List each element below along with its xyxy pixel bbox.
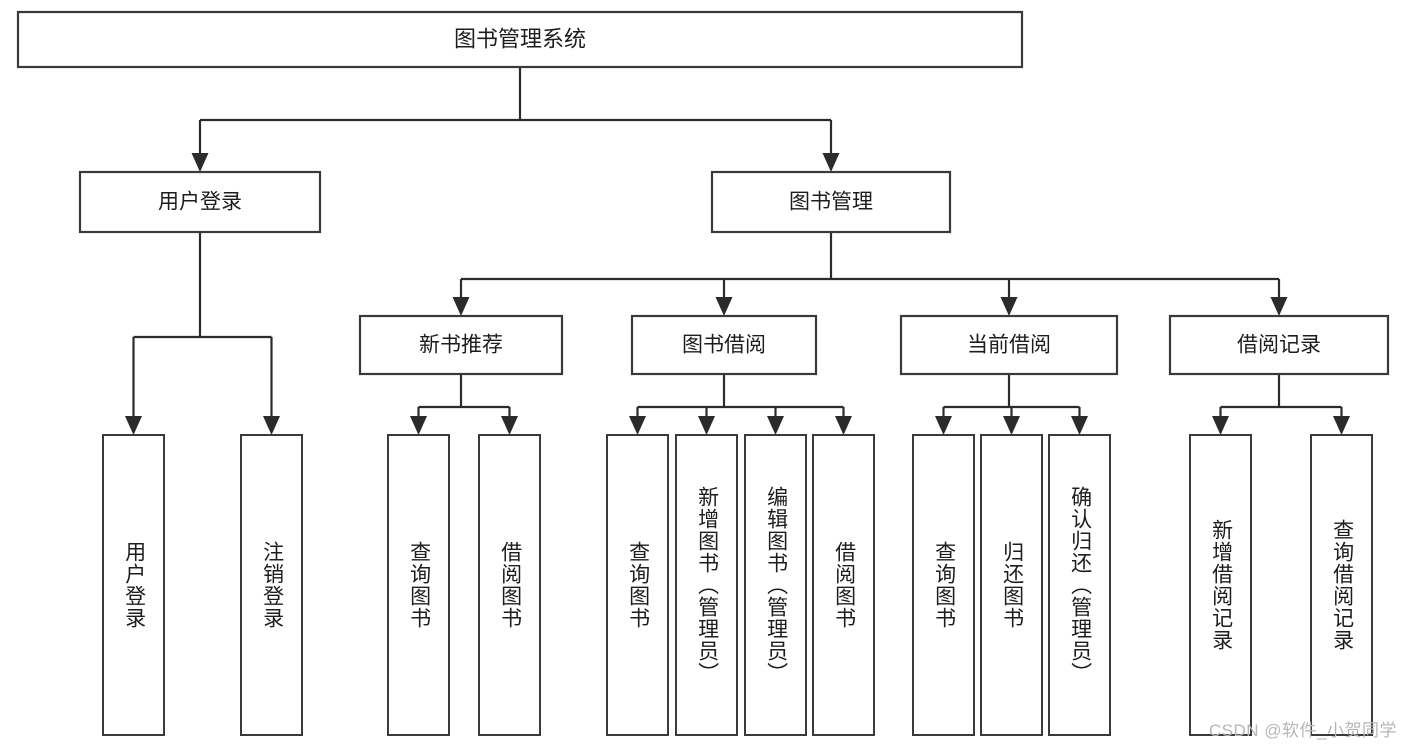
leaf-arrow-11-head <box>1071 416 1088 435</box>
leaf-node-12-box[interactable] <box>1189 434 1252 736</box>
leaf-arrow-9-head <box>935 416 952 435</box>
leaf-node-10-box[interactable] <box>980 434 1043 736</box>
leaf-node-5-box[interactable] <box>606 434 669 736</box>
level2-node-1-box[interactable] <box>78 170 322 234</box>
level2-node-2-box[interactable] <box>710 170 952 234</box>
leaf-node-11-box[interactable] <box>1048 434 1111 736</box>
leaf-node-1-box[interactable] <box>102 434 165 736</box>
leaf-node-7-box[interactable] <box>744 434 807 736</box>
leaf-node-2-box[interactable] <box>240 434 303 736</box>
leaf-arrow-1-head <box>125 416 142 435</box>
l2-to-l3-3-head <box>1000 297 1018 316</box>
level3-node-3-box[interactable] <box>899 314 1119 376</box>
leaf-arrow-13-head <box>1333 416 1350 435</box>
level3-node-2-box[interactable] <box>630 314 818 376</box>
leaf-arrow-5-head <box>629 416 646 435</box>
l2-to-l3-2-head <box>715 297 733 316</box>
leaf-arrow-6-head <box>698 416 715 435</box>
connector-layer <box>125 67 1350 435</box>
level3-node-1-box[interactable] <box>358 314 564 376</box>
level2-node-1-label: 用户登录 <box>158 191 242 214</box>
level3-node-2-label: 图书借阅 <box>682 334 766 357</box>
level3-node-1-label: 新书推荐 <box>419 334 503 357</box>
level3-node-4-box[interactable] <box>1168 314 1390 376</box>
level2-node-2-label: 图书管理 <box>789 191 873 214</box>
root-node-box[interactable] <box>16 10 1024 69</box>
l2-to-l3-1-head <box>452 297 470 316</box>
leaf-node-13-box[interactable] <box>1310 434 1373 736</box>
l2-to-l3-4-head <box>1270 297 1288 316</box>
leaf-node-4-box[interactable] <box>478 434 541 736</box>
watermark-text: CSDN @软件_小贺同学 <box>1208 721 1397 740</box>
leaf-arrow-4-head <box>501 416 518 435</box>
root-to-l2-2-head <box>822 153 840 172</box>
leaf-arrow-12-head <box>1212 416 1229 435</box>
leaf-arrow-8-head <box>835 416 852 435</box>
root-to-l2-1-head <box>191 153 209 172</box>
leaf-node-8-box[interactable] <box>812 434 875 736</box>
leaf-arrow-2-head <box>263 416 280 435</box>
leaf-node-9-box[interactable] <box>912 434 975 736</box>
root-node-label: 图书管理系统 <box>454 26 586 51</box>
leaf-node-6-box[interactable] <box>675 434 738 736</box>
box-layer <box>16 10 1390 736</box>
leaf-arrow-7-head <box>767 416 784 435</box>
leaf-node-3-box[interactable] <box>387 434 450 736</box>
level3-node-4-label: 借阅记录 <box>1237 334 1321 357</box>
leaf-arrow-3-head <box>410 416 427 435</box>
leaf-arrow-10-head <box>1003 416 1020 435</box>
level3-node-3-label: 当前借阅 <box>967 334 1051 357</box>
